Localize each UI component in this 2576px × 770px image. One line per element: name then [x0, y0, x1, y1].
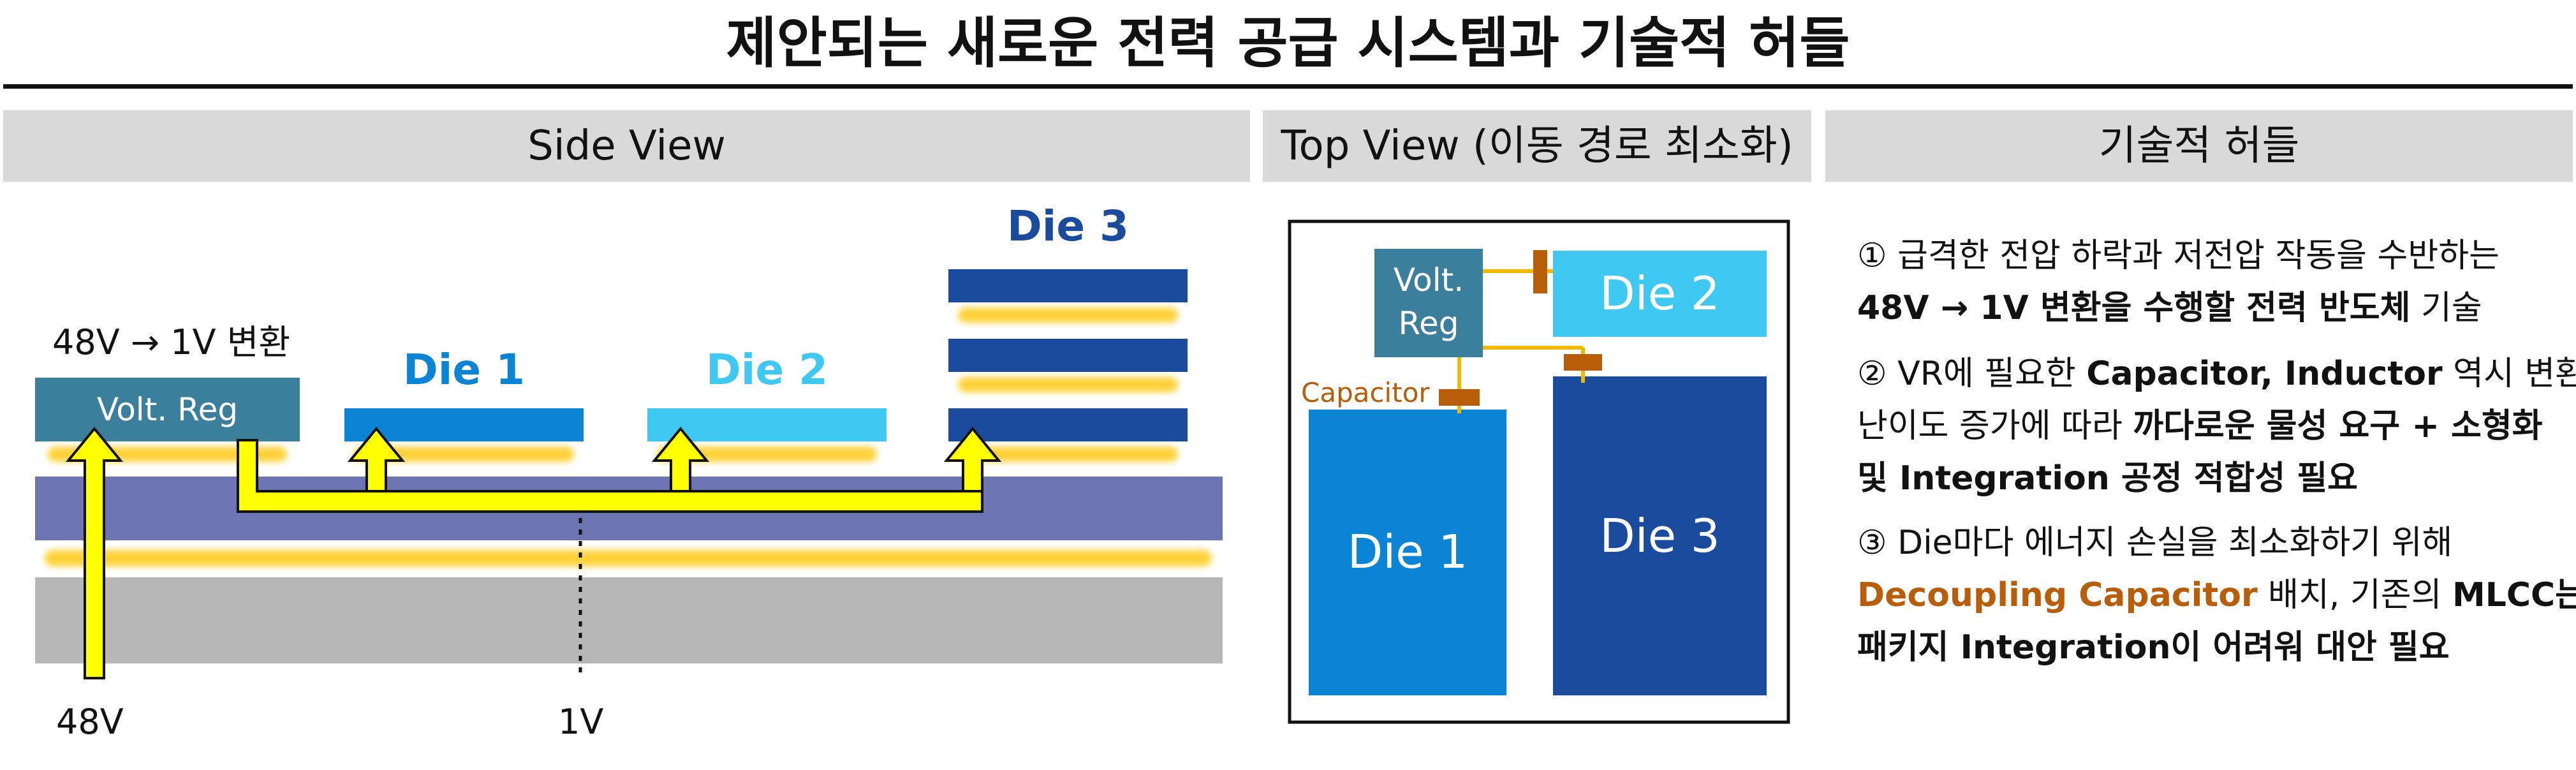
side-die1-block	[344, 408, 584, 441]
side-die3-layer-2	[948, 339, 1188, 372]
hurdle-1-emphasis: 48V → 1V 변환을 수행할 전력 반도체	[1857, 289, 2411, 327]
hurdle-1-line1: ① 급격한 전압 하락과 저전압 작동을 수반하는	[1857, 237, 2499, 275]
conversion-label: 48V → 1V 변환	[52, 322, 291, 362]
hurdle-1-line2: 48V → 1V 변환을 수행할 전력 반도체 기술	[1857, 282, 2499, 334]
hurdle-2: ② VR에 필요한 Capacitor, Inductor 역시 변환 난이도 …	[1857, 348, 2576, 505]
hurdle-3-line1: ③ Die마다 에너지 손실을 최소화하기 위해	[1857, 524, 2453, 562]
hurdle-1: ① 급격한 전압 하락과 저전압 작동을 수반하는 48V → 1V 변환을 수…	[1857, 230, 2499, 334]
output-1v-distribution-arrow	[237, 426, 1002, 513]
top-die3-label: Die 3	[1600, 509, 1720, 563]
hurdle-3-line2-mid: 배치, 기존의	[2257, 576, 2452, 614]
page-title: 제안되는 새로운 전력 공급 시스템과 기술적 허들	[726, 11, 1850, 75]
title-divider	[3, 84, 2573, 89]
hurdle-2-line2: 난이도 증가에 따라 까다로운 물성 요구 + 소형화	[1857, 400, 2576, 452]
hurdle-3: ③ Die마다 에너지 손실을 최소화하기 위해 Decoupling Capa…	[1857, 517, 2576, 674]
side-vr-block	[35, 378, 300, 441]
substrate-glow	[45, 550, 1212, 566]
hurdle-3-line2: Decoupling Capacitor 배치, 기존의 MLCC는	[1857, 569, 2576, 621]
side-vr-label: Volt. Reg	[96, 391, 239, 428]
side-die3-glow-2	[958, 377, 1178, 392]
hurdle-2-line2-a: 난이도 증가에 따라	[1857, 407, 2133, 445]
output-voltage-label: 1V	[558, 702, 604, 742]
top-vr-block	[1374, 249, 1483, 357]
side-die3-layer-3	[948, 408, 1188, 441]
hurdle-2-line1-emphasis: Capacitor, Inductor	[2086, 355, 2443, 393]
input-voltage-label: 48V	[56, 702, 124, 742]
hurdle-3-mlcc: MLCC는	[2452, 576, 2576, 614]
hurdle-3-decoupling-capacitor: Decoupling Capacitor	[1857, 576, 2258, 614]
top-die1-label: Die 1	[1347, 525, 1468, 579]
side-die1-glow	[354, 447, 574, 462]
hurdle-3-line3: 패키지 Integration이 어려워 대안 필요	[1857, 628, 2450, 667]
hurdle-2-line2-emphasis: 까다로운 물성 요구 + 소형화	[2133, 407, 2543, 445]
capacitor-die3	[1564, 354, 1602, 371]
top-die2-block	[1553, 251, 1767, 337]
hurdle-2-line1-a: ② VR에 필요한	[1857, 355, 2087, 393]
side-die2-glow	[657, 447, 877, 462]
input-48v-arrow	[65, 426, 124, 679]
board-layer	[35, 577, 1223, 663]
side-die2-label: Die 2	[705, 345, 828, 394]
top-vr-label: Volt. Reg	[1374, 258, 1483, 345]
top-die2-label: Die 2	[1600, 267, 1720, 320]
side-die1-label: Die 1	[402, 345, 526, 394]
side-die3-layer-1	[948, 269, 1188, 302]
top-die3-block	[1553, 376, 1767, 695]
side-view-header: Side View	[3, 110, 1250, 182]
hurdle-2-line1: ② VR에 필요한 Capacitor, Inductor 역시 변환	[1857, 348, 2576, 400]
hurdle-2-line1-b: 역시 변환	[2442, 355, 2576, 393]
top-vr-label-line2: Reg	[1398, 305, 1459, 342]
top-die1-block	[1309, 410, 1506, 695]
capacitor-label: Capacitor	[1301, 377, 1430, 408]
side-die3-label: Die 3	[1006, 202, 1130, 251]
side-die3-glow-1	[958, 307, 1178, 323]
capacitor-die1	[1439, 389, 1480, 406]
hurdles-header: 기술적 허들	[1825, 110, 2573, 182]
top-vr-label-line1: Volt.	[1393, 262, 1464, 299]
top-view-header: Top View (이동 경로 최소화)	[1263, 110, 1811, 182]
hurdle-1-tail: 기술	[2410, 289, 2482, 327]
hurdle-2-line3: 및 Integration 공정 적합성 필요	[1857, 459, 2359, 498]
capacitor-die2	[1533, 250, 1547, 293]
side-die3-glow-3	[958, 447, 1178, 462]
